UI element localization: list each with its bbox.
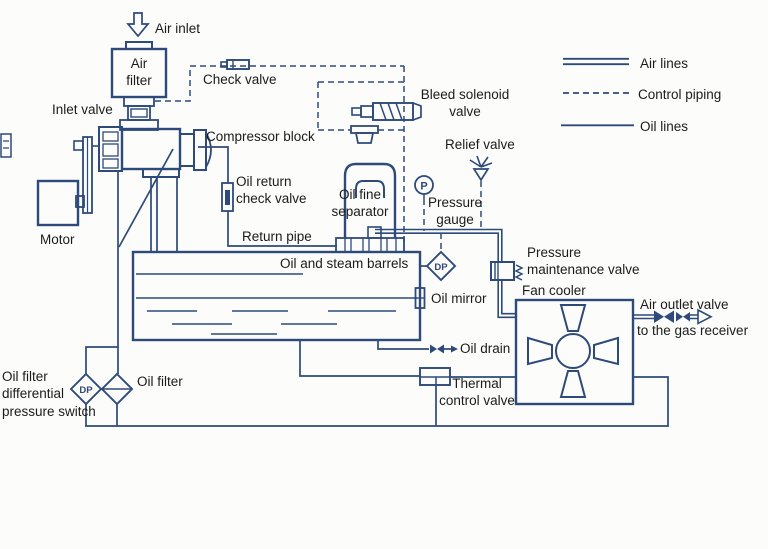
oil-steam-barrels-label: Oil and steam barrels (280, 256, 409, 271)
oil-filter-label: Oil filter (137, 374, 183, 389)
fan-cooler-icon (514, 298, 635, 406)
motor-label: Motor (40, 232, 75, 247)
oil-line-filters-down (85, 404, 118, 426)
oil-return-check-valve-icon (221, 182, 234, 212)
fan-blade-top (559, 304, 587, 332)
oil-filter-dp-switch-icon: DP (69, 372, 103, 406)
air-filter-label: Air filter (126, 56, 152, 89)
oil-line-tank-to-thermal (299, 340, 420, 377)
pressure-gauge-letter: P (420, 181, 427, 193)
thermal-control-valve-icon (419, 367, 451, 386)
air-line-valve-to-cooler-inner (501, 280, 516, 315)
to-gas-receiver-label: to the gas receiver (637, 323, 749, 338)
oil-filter-dp-switch-label: Oil filter differential pressure switch (2, 369, 96, 419)
pressure-maintenance-valve-icon (490, 261, 524, 281)
outlet-arrow-icon (697, 308, 713, 325)
control-line-solenoid-loop (317, 81, 404, 131)
legend-air-lines-label: Air lines (640, 56, 689, 71)
check-valve-icon (220, 59, 250, 70)
air-line-separator-to-valve-outer (375, 228, 503, 262)
oil-mirror-icon (414, 287, 426, 309)
dp-sensor-icon: DP (425, 250, 457, 282)
oil-return-check-valve-label: Oil return check valve (236, 174, 307, 207)
oil-surface-marks (147, 310, 396, 335)
air-inlet-label: Air inlet (155, 21, 201, 36)
oil-drain-line (377, 340, 451, 350)
air-line-cooler-outlet (633, 314, 654, 320)
pressure-maintenance-valve-label: Pressure maintenance valve (527, 245, 640, 278)
oil-drain-valve-icon (430, 344, 458, 354)
oil-steam-barrels-icon (131, 250, 422, 342)
legend-oil-lines-label: Oil lines (640, 119, 689, 134)
control-piping-lines (155, 65, 482, 251)
pressure-gauge-icon: P (414, 175, 434, 199)
oil-lines (85, 146, 669, 427)
compressor-block-label: Compressor block (206, 129, 315, 144)
spring-icon (514, 264, 524, 281)
belt-drive-icon (0, 133, 99, 214)
legend-samples (561, 57, 634, 127)
air-line-valve-to-cooler-outer (497, 280, 516, 319)
oil-filter-icon (100, 372, 134, 406)
separator-manifold (335, 237, 405, 253)
bleed-solenoid-valve-icon (351, 102, 422, 121)
dp-switch-label: DP (79, 385, 93, 396)
dp-sensor-label: DP (434, 262, 448, 273)
fan-blade-left (527, 336, 553, 366)
air-outlet-valve-icon (654, 308, 713, 325)
check-valve-label: Check valve (203, 72, 277, 87)
control-line-inlet-to-checkvalve (155, 65, 404, 102)
fan-blade-right (593, 336, 619, 366)
fan-blade-bottom (559, 370, 587, 398)
drain-arrow-icon (451, 345, 458, 353)
legend-control-piping-label: Control piping (638, 87, 722, 102)
legend-air-line-sample (563, 57, 629, 66)
inlet-valve-icon (119, 96, 159, 131)
oil-line-bottom-run (85, 376, 669, 427)
return-pipe-label: Return pipe (242, 229, 312, 244)
oil-fine-separator-label: Oil fine separator (331, 187, 389, 220)
oil-line-dp-branch (85, 346, 118, 374)
relief-valve-label: Relief valve (445, 137, 515, 152)
oil-fine-separator-icon (335, 162, 405, 253)
inlet-valve-label: Inlet valve (52, 102, 113, 117)
oil-line-compressor-diagonal (118, 148, 174, 248)
compressor-discharge-pipes (150, 177, 178, 252)
oil-mirror-label: Oil mirror (431, 291, 487, 306)
oil-drain-label: Oil drain (460, 341, 511, 356)
air-line-to-receiver (690, 314, 698, 320)
fan-hub-icon (555, 333, 591, 369)
oil-return-pipe (198, 146, 337, 247)
air-lines (367, 226, 698, 320)
fan-cooler-label: Fan cooler (522, 283, 586, 298)
compressor-block-icon (98, 126, 212, 178)
pressure-gauge-label: Pressure gauge (427, 195, 483, 228)
air-line-separator-to-valve-inner (375, 232, 499, 262)
thermal-control-valve-label: Thermal control valve (439, 376, 515, 409)
motor-icon (36, 179, 85, 227)
relief-valve-icon (469, 155, 493, 182)
muffler-icon (350, 125, 379, 144)
air-outlet-valve-label: Air outlet valve (640, 297, 729, 312)
air-inlet-arrow-icon (126, 12, 150, 38)
bleed-solenoid-valve-label: Bleed solenoid valve (420, 87, 510, 120)
